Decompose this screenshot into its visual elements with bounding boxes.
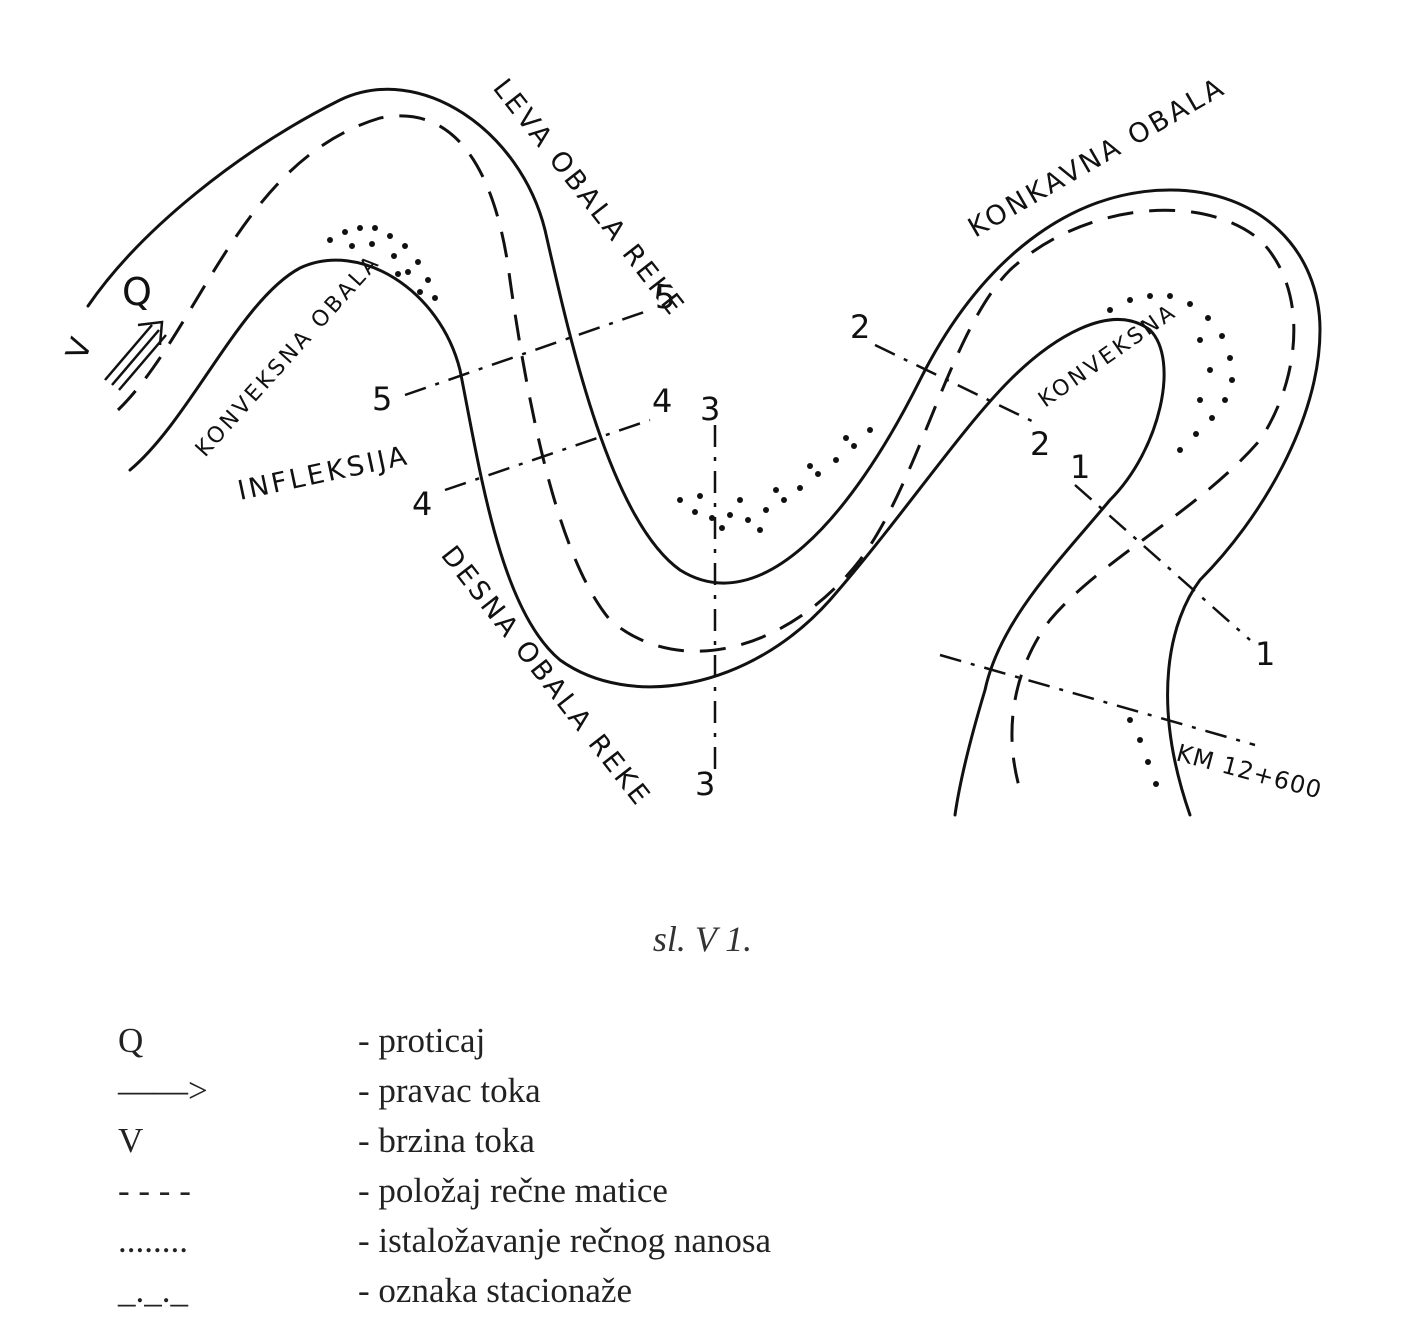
legend: Q - proticaj ——> - pravac toka V - brzin… bbox=[118, 1016, 771, 1316]
legend-description: - pravac toka bbox=[358, 1071, 541, 1110]
legend-description: - položaj rečne matice bbox=[358, 1171, 668, 1210]
label-konveksna-2: KONVEKSNA bbox=[1034, 299, 1182, 413]
right-bank-line bbox=[128, 258, 1166, 817]
legend-description: - proticaj bbox=[358, 1021, 486, 1060]
legend-description: - brzina toka bbox=[358, 1121, 535, 1160]
label-q: Q bbox=[122, 270, 155, 314]
legend-row: ——> - pravac toka bbox=[118, 1066, 771, 1116]
legend-row: ........ - istaložavanje rečnog nanosa bbox=[118, 1216, 771, 1266]
label-infleksija: INFLEKSIJA bbox=[235, 440, 412, 507]
legend-row: V - brzina toka bbox=[118, 1116, 771, 1166]
label-desna-obala-reke: DESNA OBALA REKE bbox=[434, 540, 657, 813]
station-4b: 4 bbox=[652, 382, 672, 420]
station-2b: 2 bbox=[1030, 425, 1050, 463]
legend-row: - - - - - položaj rečne matice bbox=[118, 1166, 771, 1216]
station-1b: 1 bbox=[1255, 635, 1275, 673]
station-5b: 5 bbox=[655, 278, 675, 316]
station-line-5 bbox=[404, 308, 651, 397]
legend-symbol: - - - - bbox=[118, 1171, 191, 1210]
legend-symbol: ——> bbox=[118, 1071, 208, 1110]
station-1a: 1 bbox=[1070, 448, 1090, 486]
station-2a: 2 bbox=[850, 308, 870, 346]
river-meander-diagram: LEVA OBALA REKE DESNA OBALA REKE KONKAVN… bbox=[60, 71, 1325, 817]
station-4a: 4 bbox=[412, 485, 432, 523]
legend-symbol: Q bbox=[118, 1021, 144, 1060]
legend-description: - oznaka stacionaže bbox=[358, 1271, 633, 1310]
station-3a: 3 bbox=[700, 390, 720, 428]
label-v: V bbox=[60, 331, 101, 365]
figure-caption: sl. V 1. bbox=[652, 919, 753, 959]
left-bank-line bbox=[86, 87, 1322, 817]
legend-symbol: ........ bbox=[118, 1221, 188, 1260]
station-line-2 bbox=[874, 343, 1041, 427]
station-line-km bbox=[939, 653, 1256, 747]
thalweg-line bbox=[116, 114, 1296, 791]
label-km: KM 12+600 bbox=[1173, 739, 1325, 805]
legend-symbol: V bbox=[118, 1121, 144, 1160]
legend-row: _._._ - oznaka stacionaže bbox=[118, 1266, 771, 1316]
label-konkavna-obala: KONKAVNA OBALA bbox=[963, 71, 1231, 244]
legend-row: Q - proticaj bbox=[118, 1016, 771, 1066]
station-line-4 bbox=[444, 418, 651, 492]
legend-symbol: _._._ bbox=[118, 1271, 188, 1310]
legend-description: - istaložavanje rečnog nanosa bbox=[358, 1221, 772, 1260]
station-line-1 bbox=[1074, 484, 1251, 641]
station-5a: 5 bbox=[372, 380, 392, 418]
deposit-dots bbox=[327, 225, 1235, 787]
station-3b: 3 bbox=[695, 765, 715, 803]
flow-arrow-icon bbox=[104, 320, 167, 391]
